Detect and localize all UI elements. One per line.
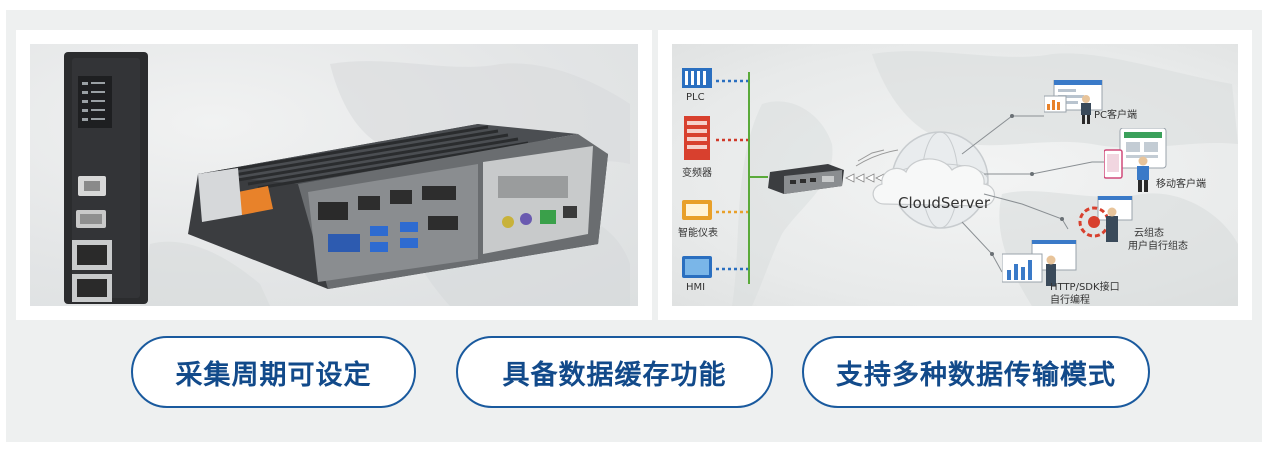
gateway-product-image [30,44,638,306]
source-label-hmi: HMI [686,282,706,293]
gateway-device-icon [768,164,844,194]
source-label-plc: PLC [686,92,705,103]
inverter-icon [684,116,710,160]
hmi-icon [682,256,712,278]
mobile-client-icon [1104,128,1167,179]
client-label-mobile: 移动客户端 [1156,179,1206,190]
source-label-smart-meter: 智能仪表 [678,228,718,239]
box-pc-gateway [188,124,608,289]
feature-pill-collection-period: 采集周期可设定 [131,336,416,408]
person-icon [1081,95,1091,124]
source-label-inverter: 变频器 [682,168,712,179]
cloud-scada-icon [1078,196,1133,242]
feature-pill-data-cache: 具备数据缓存功能 [456,336,773,408]
client-label-cloud-scada-desc: 用户自行组态 [1128,241,1188,252]
architecture-diagram-panel: PLC 变频器 智能仪表 HMI CloudServer PC客户端 [658,30,1252,320]
client-label-pc: PC客户端 [1094,110,1138,121]
http-sdk-icon [1002,240,1077,286]
pc-client-icon [1044,80,1103,113]
din-rail-module [64,52,148,304]
iot-topology-diagram: PLC 变频器 智能仪表 HMI CloudServer PC客户端 [672,44,1238,306]
plc-icon [682,68,712,88]
client-label-http-sdk-desc: 自行编程 [1050,295,1090,306]
client-label-http-sdk: HTTP/SDK接口 [1050,282,1120,293]
cloud-server-label: CloudServer [898,194,991,212]
client-label-cloud-scada: 云组态 [1134,228,1164,239]
product-photo-panel [16,30,652,320]
feature-pill-transfer-modes: 支持多种数据传输模式 [802,336,1150,408]
person-icon [1137,156,1149,192]
smart-meter-icon [682,200,712,220]
